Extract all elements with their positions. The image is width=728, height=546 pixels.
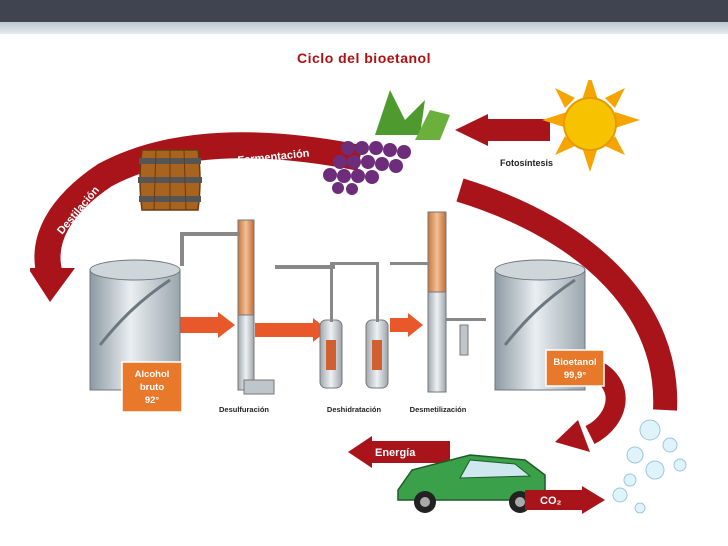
sun-icon bbox=[542, 80, 640, 172]
bioetanol-line-2: 99,9° bbox=[564, 370, 586, 381]
cycle-arrow-right bbox=[456, 178, 678, 411]
column-desulfuracion bbox=[180, 219, 335, 395]
energia-arrow: Energía bbox=[348, 436, 450, 468]
alcohol-line-2: bruto bbox=[140, 382, 164, 393]
alcohol-line-3: 92° bbox=[145, 395, 160, 406]
barrel-icon bbox=[138, 149, 202, 211]
grapes-icon bbox=[323, 90, 450, 195]
alcohol-bruto-box: Alcohol bruto 92° bbox=[121, 361, 183, 413]
bioethanol-cycle-diagram: Fermentación Destilación Fotosíntesis bbox=[30, 80, 687, 514]
label-desulfuracion: Desulfuración bbox=[219, 405, 269, 414]
cycle-arrow-left bbox=[30, 114, 550, 302]
label-desmetilizacion: Desmetilización bbox=[410, 405, 467, 414]
vessels-deshidratacion bbox=[319, 262, 389, 389]
alcohol-line-1: Alcohol bbox=[135, 369, 170, 380]
co2-arrow: CO₂ bbox=[525, 486, 605, 514]
slide-accent-band bbox=[0, 22, 728, 34]
bioetanol-line-1: Bioetanol bbox=[553, 357, 596, 368]
bioetanol-box: Bioetanol 99,9° bbox=[545, 349, 605, 387]
label-deshidratacion: Deshidratación bbox=[327, 405, 382, 414]
car-icon bbox=[397, 454, 546, 513]
slide-title: Ciclo del bioetanol bbox=[297, 50, 431, 66]
column-desmetilizacion bbox=[390, 211, 486, 393]
stage-label-fotosintesis: Fotosíntesis bbox=[500, 158, 553, 168]
stage-label-energia: Energía bbox=[375, 447, 416, 459]
slide-top-bar bbox=[0, 0, 728, 22]
co2-bubbles bbox=[612, 419, 687, 514]
stage-label-co2: CO₂ bbox=[540, 495, 562, 507]
